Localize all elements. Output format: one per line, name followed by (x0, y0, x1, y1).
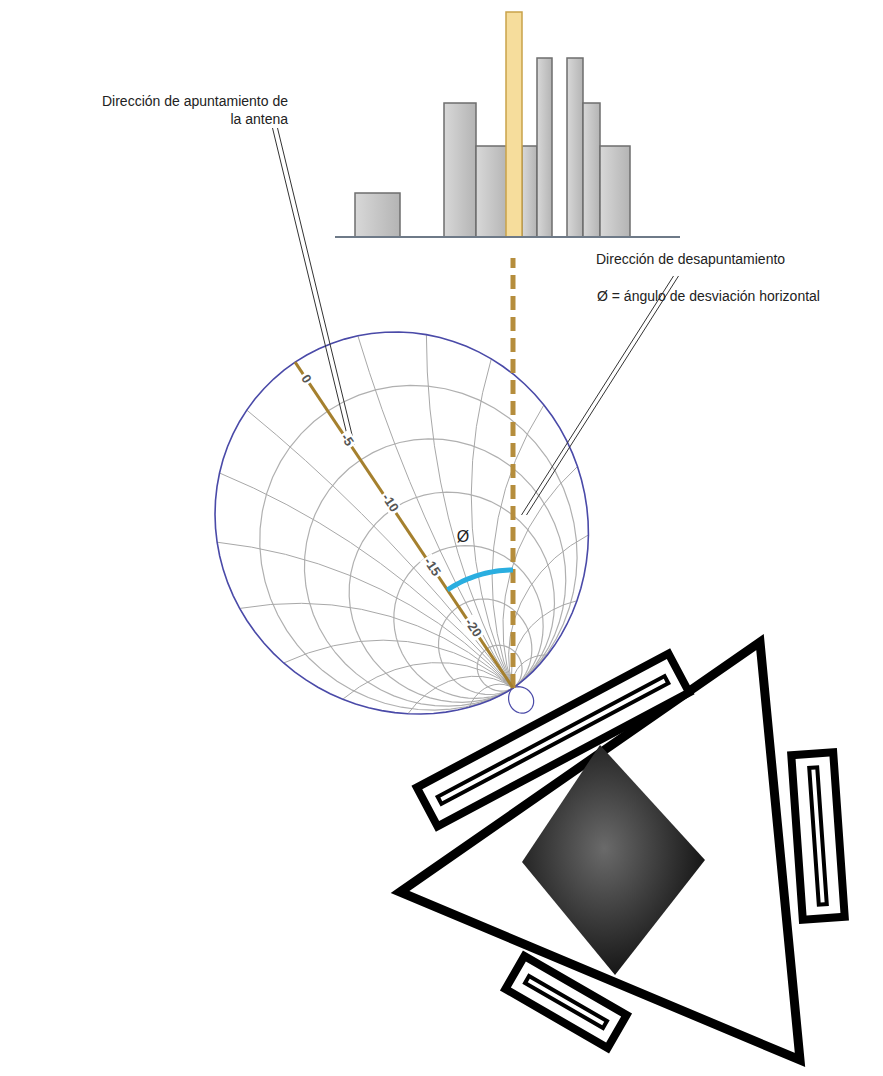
histogram-bar (444, 103, 476, 237)
histogram-bar (506, 12, 522, 237)
pattern-grid-radial (343, 663, 513, 699)
scale-number: -20 (461, 615, 486, 642)
pattern-grid-radial (247, 410, 513, 688)
pattern-grid-radial (512, 601, 577, 688)
satellite-body (400, 642, 800, 1060)
pattern-grid-radial (358, 336, 513, 688)
mispointing-label: Dirección de desapuntamiento (596, 250, 846, 268)
pattern-grid-radial (220, 473, 513, 688)
pointing-label: Dirección de apuntamiento de la antena (100, 92, 288, 128)
leader-line (527, 276, 679, 515)
histogram-bar (583, 103, 600, 237)
scale-number: 0 (297, 370, 315, 387)
solar-panel (791, 752, 844, 920)
histogram-bar (537, 58, 552, 237)
pointing-direction (295, 362, 513, 688)
solar-panel (505, 956, 626, 1048)
pattern-grid-radial (513, 655, 548, 688)
histogram (335, 12, 680, 237)
histogram-baseline (335, 236, 680, 238)
pattern-grid-radial (509, 535, 589, 688)
angle-arc (447, 570, 513, 590)
pattern-back-lobe (509, 687, 534, 714)
scale-number: -10 (377, 490, 402, 517)
pattern-grid-radial (469, 684, 513, 707)
pattern-grid-radial (240, 603, 513, 688)
histogram-bar (600, 146, 630, 237)
satellite-core (522, 745, 705, 975)
angle-symbol: Ø (457, 527, 469, 548)
mispointing-direction (511, 258, 516, 688)
pattern-grid-radial (284, 640, 513, 688)
leader-line (278, 128, 355, 445)
histogram-bar (567, 58, 583, 237)
histogram-bar (355, 193, 400, 237)
pattern-grid-contour (305, 439, 566, 706)
angle-definition: Ø = ángulo de desviación horizontal (597, 287, 821, 305)
histogram-bar (476, 146, 508, 237)
scale-number: -5 (337, 430, 358, 451)
leader-lines (273, 128, 679, 515)
antenna-pattern (215, 258, 588, 714)
satellite (400, 642, 845, 1060)
leader-line (273, 128, 350, 445)
pattern-grid-contour (394, 546, 543, 699)
histogram-bar (522, 146, 537, 237)
pattern-grid-radial (408, 676, 513, 713)
pattern-grid-radial (217, 542, 513, 688)
leader-line (522, 276, 674, 515)
scale-number: -15 (420, 553, 445, 580)
pattern-outline (215, 332, 588, 714)
